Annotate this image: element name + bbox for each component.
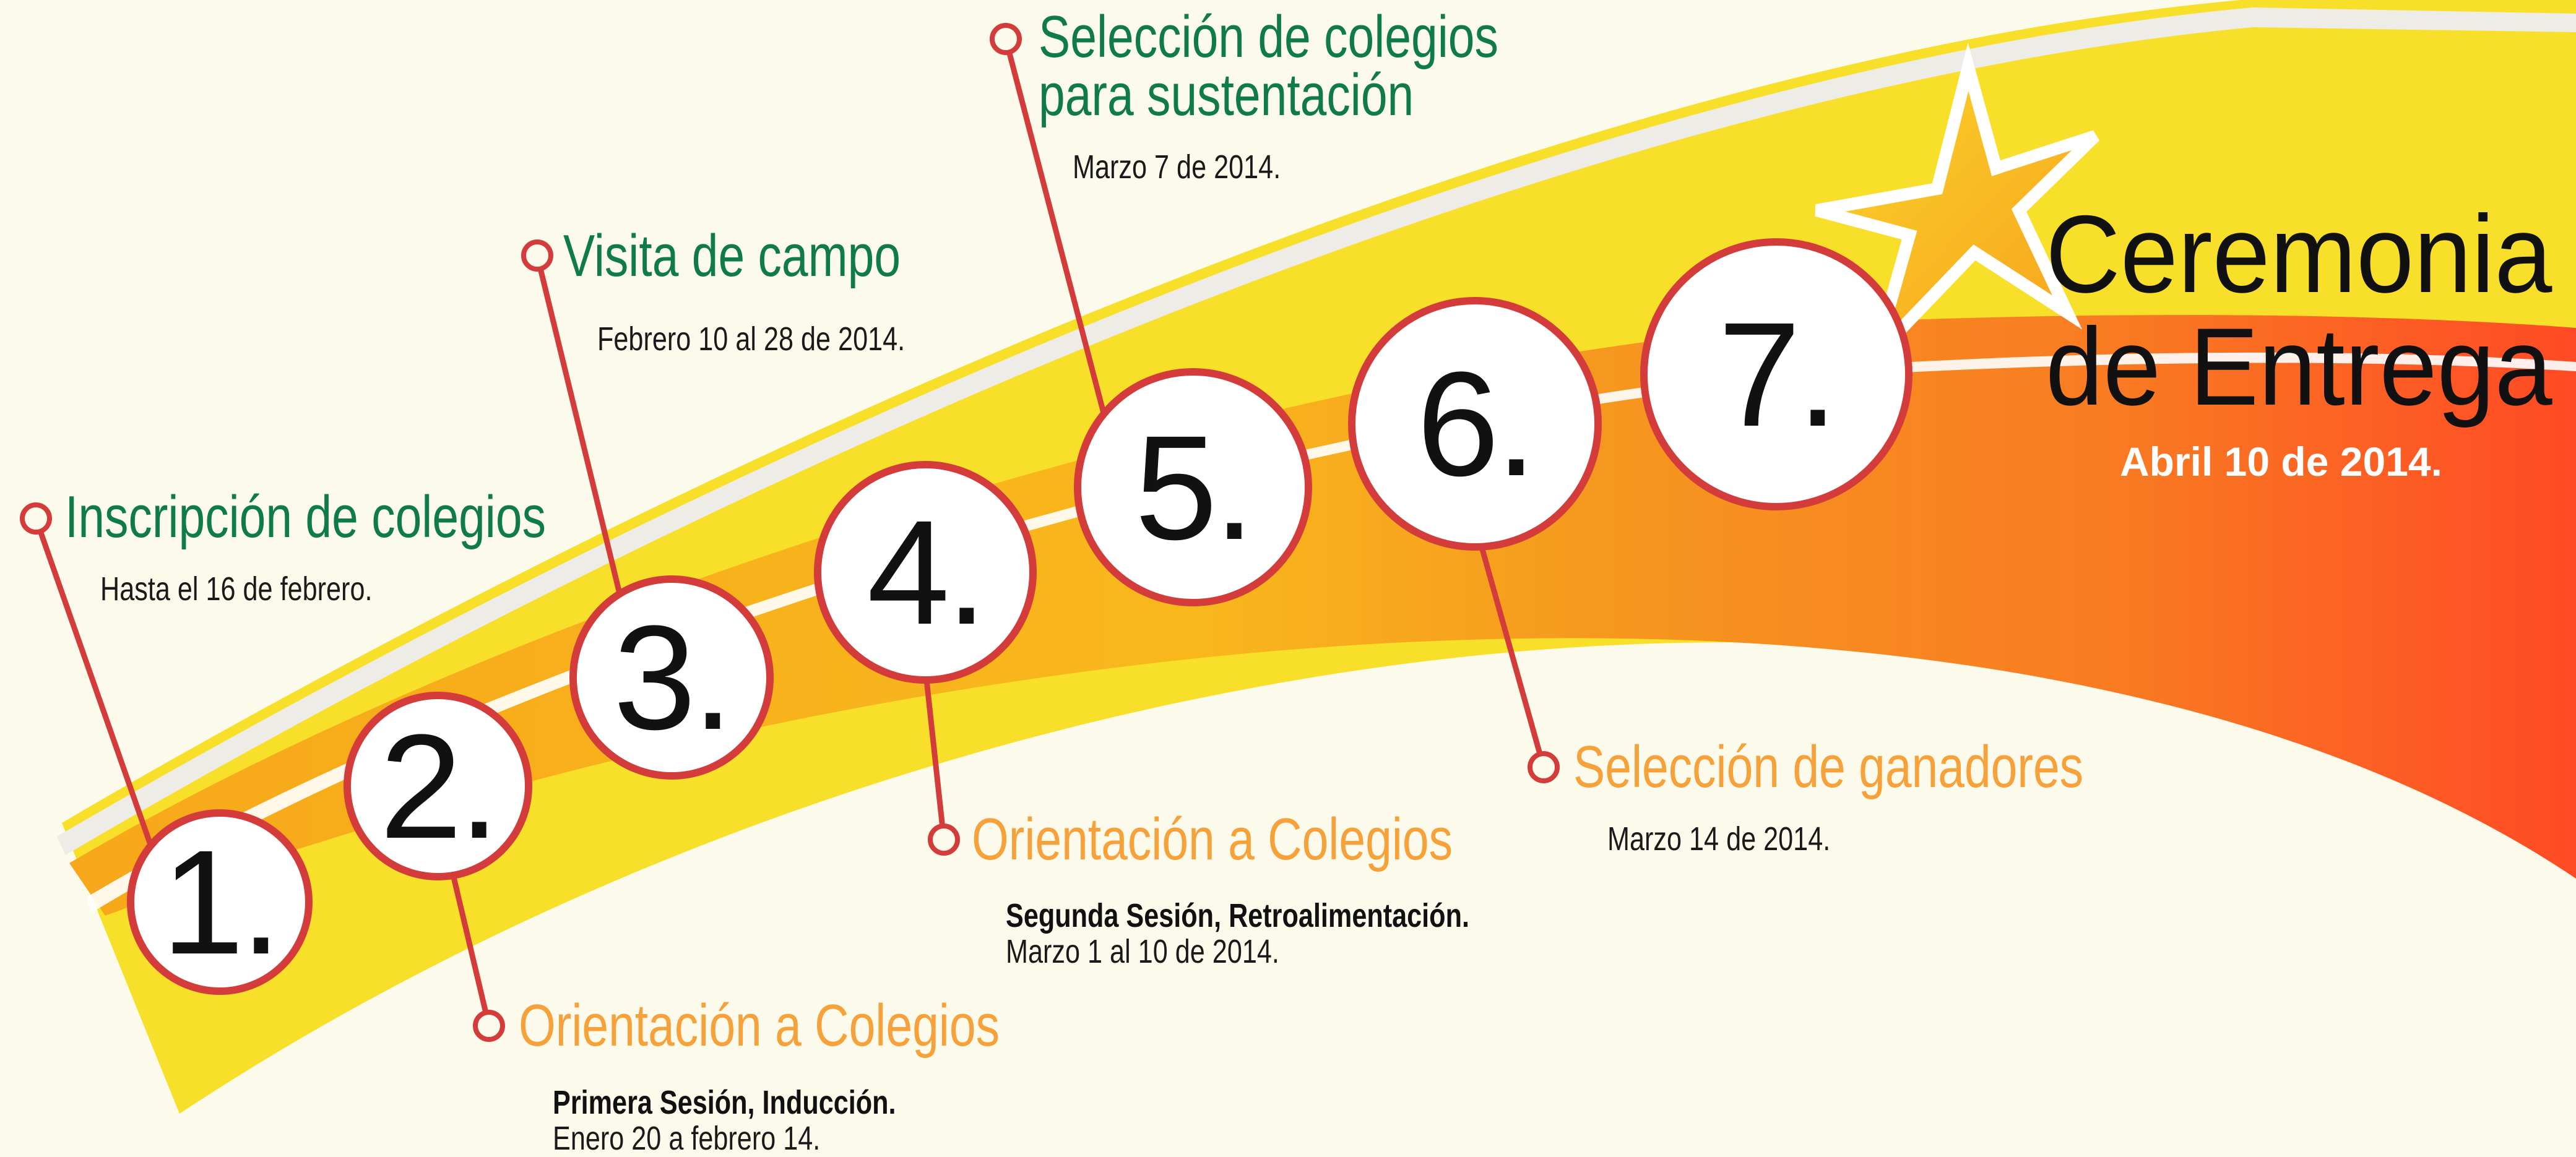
step-4-title: Orientación a Colegios <box>972 806 1453 872</box>
step-3-title: Visita de campo <box>563 223 901 289</box>
step-circle-6: 6. <box>1348 297 1602 551</box>
step-number: 6. <box>1416 341 1537 507</box>
step-number: 1. <box>161 819 282 985</box>
step-7-title-line1: Ceremonia <box>2046 192 2552 316</box>
step-4-detail: Marzo 1 al 10 de 2014. <box>1006 933 1279 970</box>
step-number: 5. <box>1135 404 1255 570</box>
star-icon <box>1815 42 2099 360</box>
step-circle-5: 5. <box>1074 368 1312 606</box>
step-circle-1: 1. <box>127 809 313 995</box>
step-circle-2: 2. <box>344 692 532 880</box>
ribbon-band <box>69 315 2576 916</box>
step-5-detail: Marzo 7 de 2014. <box>1073 148 1281 186</box>
step-circle-7: 7. <box>1640 238 1913 510</box>
step-1-detail: Hasta el 16 de febrero. <box>100 570 373 608</box>
connector-lines <box>33 36 1547 1029</box>
step-2-detail: Enero 20 a febrero 14. <box>553 1120 821 1157</box>
step-5-title-line2: para sustentación <box>1039 62 1414 128</box>
step-number: 7. <box>1718 291 1838 457</box>
step-1-title: Inscripción de colegios <box>65 484 546 550</box>
step-7-title: Ceremonia de Entrega <box>2046 198 2552 423</box>
step-6-detail: Marzo 14 de 2014. <box>1607 820 1831 858</box>
step-5-title-line1: Selección de colegios <box>1039 4 1498 70</box>
connector-pin-icon <box>20 23 1560 1042</box>
step-6-title: Selección de ganadores <box>1573 734 2084 800</box>
step-number: 4. <box>867 489 987 655</box>
step-3-detail: Febrero 10 al 28 de 2014. <box>597 320 905 358</box>
step-2-detail-bold: Primera Sesión, Inducción. <box>553 1084 896 1121</box>
step-2-title: Orientación a Colegios <box>519 992 1000 1059</box>
step-number: 3. <box>613 595 733 760</box>
step-circle-3: 3. <box>569 575 774 780</box>
step-circle-4: 4. <box>814 461 1037 684</box>
step-number: 2. <box>379 703 499 869</box>
step-4-detail-bold: Segunda Sesión, Retroalimentación. <box>1006 897 1469 934</box>
step-7-title-line2: de Entrega <box>2046 305 2552 428</box>
step-7-detail: Abril 10 de 2014. <box>2120 439 2442 484</box>
